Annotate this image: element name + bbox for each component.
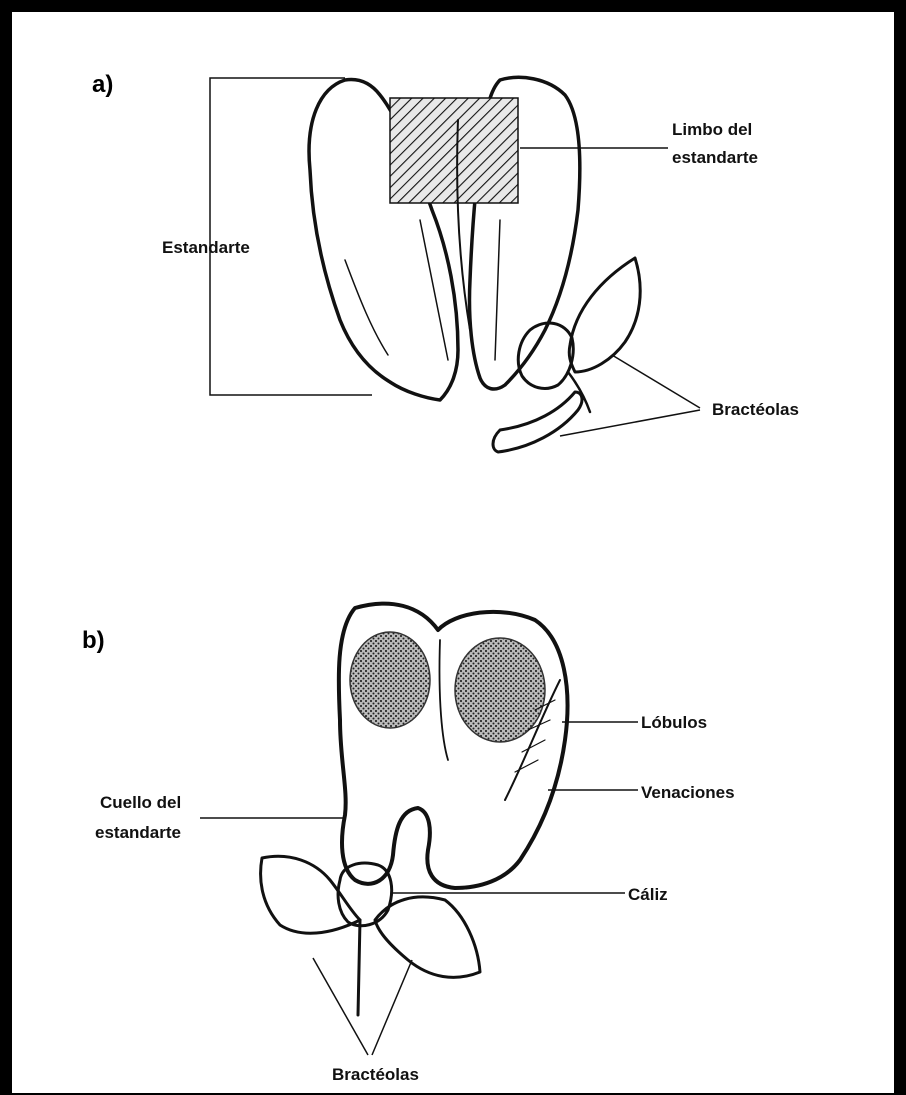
calyx-b [338, 863, 392, 926]
label-venaciones: Venaciones [641, 783, 735, 802]
panel-a-label: a) [92, 71, 113, 98]
bracteolas-a-leader-2 [560, 410, 700, 436]
bracteolas-b-leader-2 [372, 960, 412, 1055]
panel-b-label: b) [82, 627, 105, 654]
label-estandarte: Estandarte [162, 238, 250, 257]
label-bracteolas-a: Bractéolas [712, 400, 799, 419]
lobe-right [455, 638, 545, 742]
bracteolas-a-leader-1 [612, 355, 700, 408]
label-cuello-line1: Cuello del [100, 793, 181, 812]
estandarte-bracket [210, 78, 372, 395]
label-bracteolas-b: Bractéolas [332, 1065, 419, 1084]
label-caliz: Cáliz [628, 885, 668, 904]
label-limbo-line1: Limbo del [672, 120, 752, 139]
standard-petal-b [339, 604, 568, 888]
label-cuello-line2: estandarte [95, 823, 181, 842]
label-lobulos: Lóbulos [641, 713, 707, 732]
bracteoles-a [493, 258, 640, 452]
bracteoles-b [261, 856, 480, 1015]
standard-petal-a [309, 77, 580, 400]
lobe-left [350, 632, 430, 728]
label-limbo-line2: estandarte [672, 148, 758, 167]
